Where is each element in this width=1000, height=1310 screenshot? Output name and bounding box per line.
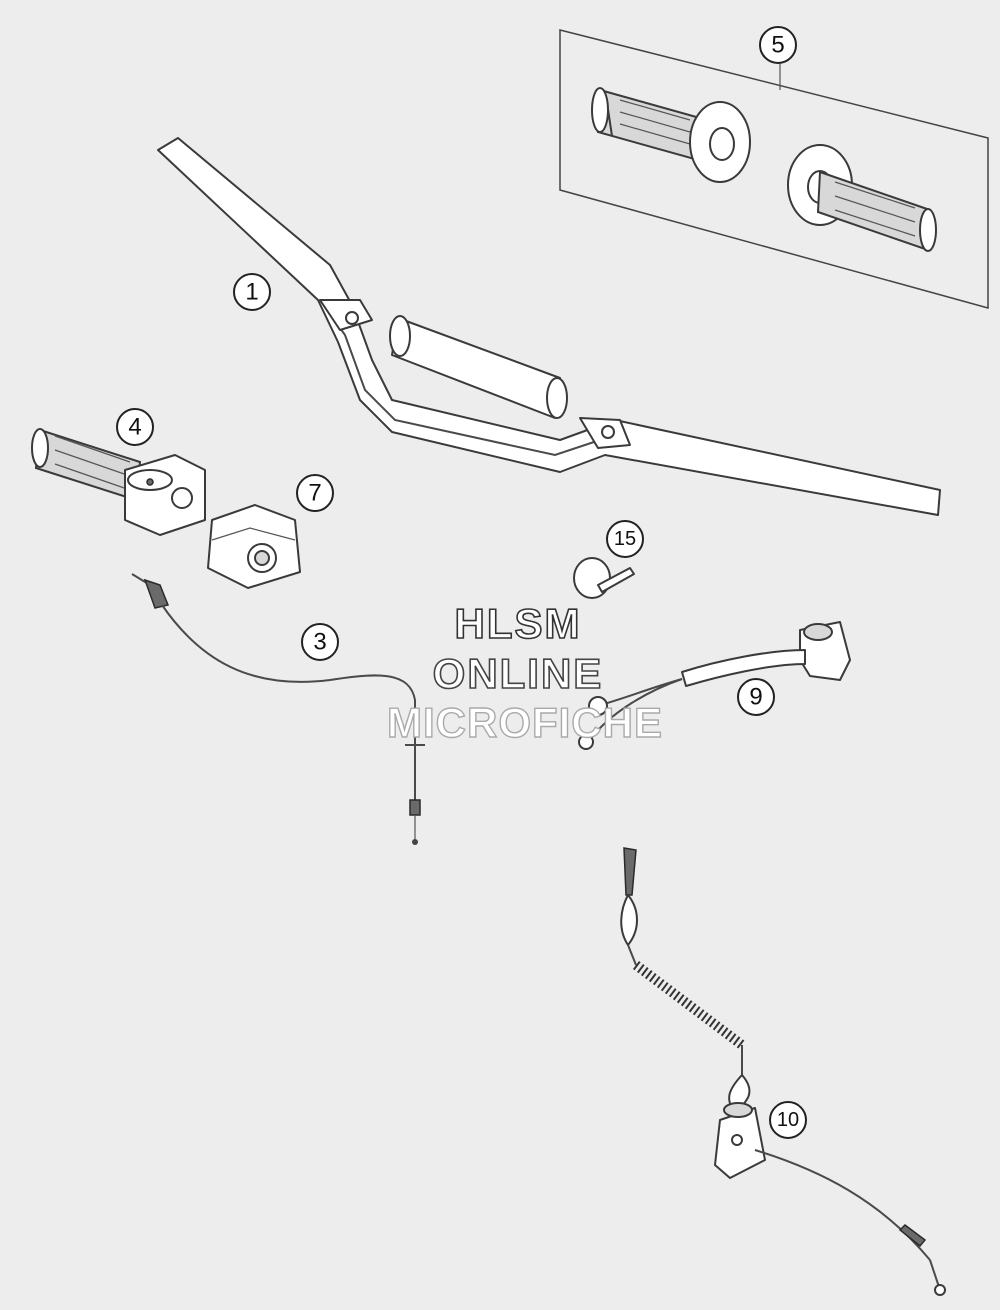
- throttle-cover-icon: [207, 504, 301, 589]
- watermark: HLSM ONLINE MICROFICHE: [386, 599, 663, 747]
- svg-text:9: 9: [749, 684, 762, 711]
- svg-text:5: 5: [771, 32, 784, 59]
- callout-9: 9: [737, 678, 775, 716]
- callout-5: 5: [759, 26, 797, 64]
- svg-text:10: 10: [777, 1109, 799, 1131]
- grip-right-icon: [787, 144, 937, 252]
- grips-inset: [559, 29, 989, 309]
- svg-text:1: 1: [245, 279, 258, 306]
- handlebar-icon: [157, 137, 941, 516]
- callout-15: 15: [606, 520, 644, 558]
- svg-text:HLSM: HLSM: [455, 600, 582, 647]
- callout-4: 4: [116, 408, 154, 446]
- callout-10: 10: [769, 1101, 807, 1139]
- svg-text:15: 15: [614, 528, 636, 550]
- grip-left-icon: [591, 87, 751, 183]
- svg-text:MICROFICHE: MICROFICHE: [387, 699, 663, 746]
- callout-3: 3: [301, 623, 339, 661]
- cable-tie-icon: [573, 557, 635, 599]
- svg-text:ONLINE: ONLINE: [433, 650, 604, 697]
- callout-1: 1: [233, 273, 271, 311]
- svg-text:3: 3: [313, 629, 326, 656]
- tether-switch-icon: [620, 847, 946, 1296]
- throttle-cable-icon: [131, 573, 425, 845]
- svg-text:7: 7: [308, 480, 321, 507]
- callout-7: 7: [296, 474, 334, 512]
- throttle-assembly-icon: [31, 428, 206, 536]
- kill-switch-icon: [578, 621, 851, 750]
- svg-text:4: 4: [128, 414, 141, 441]
